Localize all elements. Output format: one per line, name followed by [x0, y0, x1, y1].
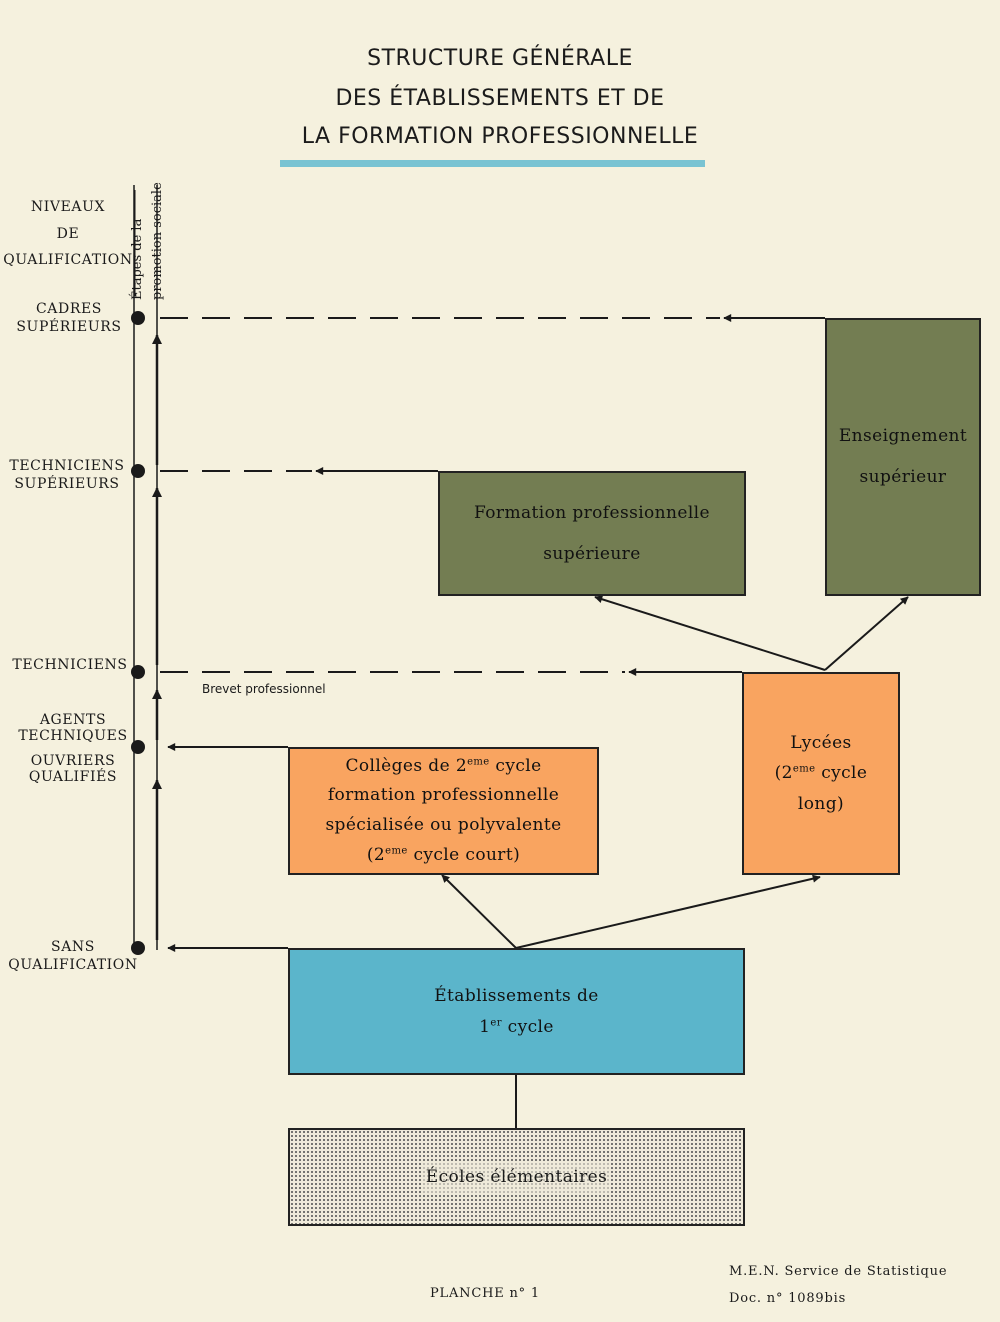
box-ecoles-elementaires: Écoles élémentaires	[288, 1128, 745, 1226]
arrow-etab-to-colleges	[441, 874, 517, 949]
box-formation-superieure: Formation professionnelle supérieure	[438, 471, 746, 596]
footer-doc: Doc. n° 1089bis	[729, 1291, 847, 1306]
level-dot-ouvriers	[131, 740, 145, 754]
footer-planche: PLANCHE n° 1	[430, 1286, 540, 1301]
footer-service: M.E.N. Service de Statistique	[729, 1264, 948, 1279]
arrow-lycees-to-enseignement	[824, 596, 909, 671]
level-dot-cadres	[131, 311, 145, 325]
title-line-2: DES ÉTABLISSEMENTS ET DE	[335, 86, 665, 111]
level-label-techsup: TECHNICIENS SUPÉRIEURS	[9, 458, 125, 493]
level-label-agents: AGENTS TECHNIQUES	[18, 712, 128, 745]
level-label-ouvriers: OUVRIERS QUALIFIÉS	[28, 753, 118, 786]
brevet-label: Brevet professionnel	[202, 682, 326, 696]
axis-header-de: DE	[56, 226, 80, 242]
title-underline	[280, 160, 705, 167]
box-colleges: Collèges de 2eme cycle formation profess…	[288, 747, 599, 875]
box-lycees: Lycées (2eme cycle long)	[742, 672, 900, 875]
level-label-cadres: CADRES SUPÉRIEURS	[16, 301, 122, 336]
level-dot-techniciens	[131, 665, 145, 679]
box-etablissements: Établissements de 1er cycle	[288, 948, 745, 1075]
axis-header-niveaux: NIVEAUX	[30, 199, 106, 215]
title-line-3: LA FORMATION PROFESSIONNELLE	[301, 124, 699, 149]
axis-rotated-caption: Étapes de la promotion sociale	[130, 182, 165, 300]
arrow-etab-to-lycees	[515, 874, 821, 949]
title-line-1: STRUCTURE GÉNÉRALE	[367, 46, 633, 71]
arrow-lycees-to-formation	[594, 595, 826, 671]
level-label-techniciens: TECHNICIENS	[12, 657, 128, 673]
box-enseignement-superieur: Enseignement supérieur	[825, 318, 981, 596]
level-dot-techsup	[131, 464, 145, 478]
level-label-sans: SANS QUALIFICATION	[8, 939, 138, 974]
level-dot-sans	[131, 941, 145, 955]
axis-header-qualification: QUALIFICATION	[3, 252, 133, 268]
